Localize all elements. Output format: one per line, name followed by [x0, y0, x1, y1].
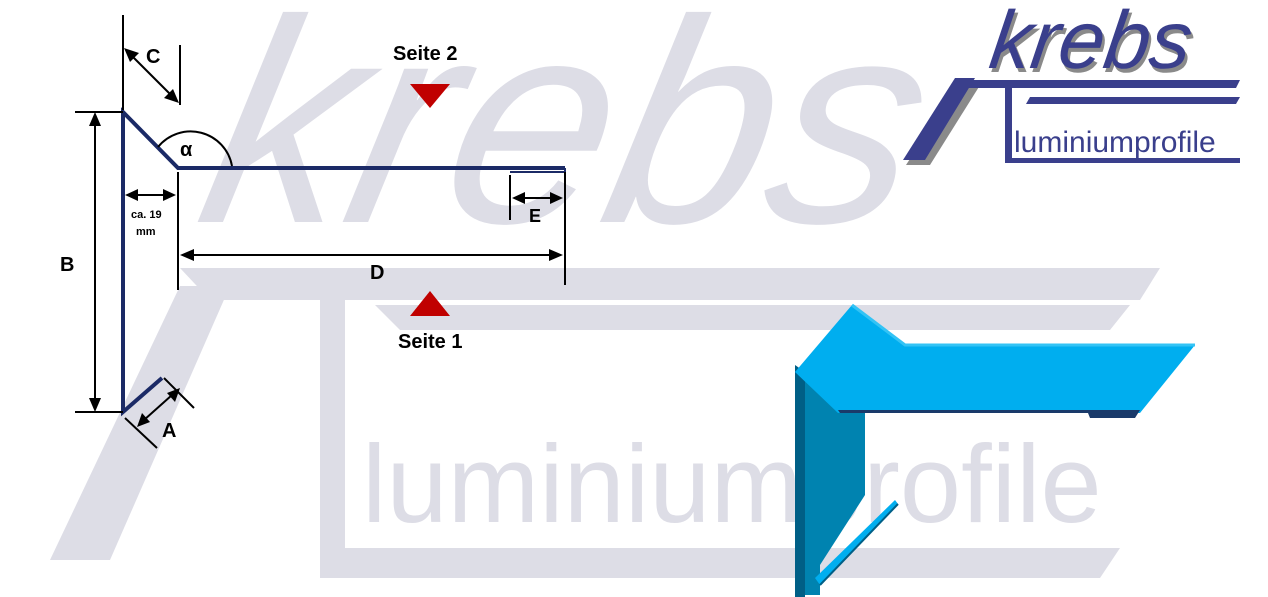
label-approx-19-line1: ca. 19	[131, 209, 162, 221]
logo: krebs krebs luminiumprofile	[903, 0, 1240, 165]
arrowhead-e-right	[550, 192, 563, 204]
render-left-edge	[795, 365, 805, 597]
arrowhead-19mm-right	[163, 189, 176, 201]
logo-band-2	[1026, 97, 1240, 104]
dimension-line-c	[130, 54, 173, 97]
arrowhead-a-2	[167, 388, 180, 402]
arrowhead-d-right	[549, 249, 563, 261]
dimension-labels: C Seite 2 α ca. 19 mm E B D Seite 1 A	[60, 43, 541, 442]
arrowhead-e-left	[512, 192, 525, 204]
side1-marker	[410, 291, 450, 316]
logo-band-1	[958, 80, 1240, 88]
profile-3d-render	[795, 303, 1195, 597]
watermark-luminiumprofile-word: luminiumprofile	[362, 423, 1102, 546]
logo-krebs-word: krebs	[985, 0, 1198, 86]
arrowhead-b-top	[89, 112, 101, 126]
label-side2: Seite 2	[393, 43, 457, 65]
label-approx-19-line2: mm	[136, 226, 156, 238]
dimension-line-a	[143, 394, 173, 421]
arrowhead-19mm-left	[125, 189, 138, 201]
render-underside-lip	[838, 410, 1140, 418]
dimension-lines	[75, 15, 566, 449]
label-angle: α	[180, 139, 193, 161]
label-dim-b: B	[60, 254, 74, 276]
extension-line-a-2	[163, 377, 195, 409]
logo-krebs-shadow: krebs	[987, 0, 1200, 90]
side2-marker	[410, 84, 450, 108]
angle-arc	[157, 130, 233, 167]
arrowhead-c-1	[124, 48, 139, 62]
watermark-swoosh-band-2	[375, 305, 1130, 330]
render-bottom-flange	[815, 500, 898, 585]
extension-line-a-1	[124, 417, 158, 449]
watermark: krebs luminiumprofile	[50, 0, 1160, 578]
logo-vertical-bar	[1005, 85, 1012, 163]
arrowhead-d-left	[180, 249, 194, 261]
render-top-face	[795, 305, 1195, 413]
render-bottom-flange-edge	[819, 503, 899, 586]
render-front-face	[795, 372, 865, 595]
render-top-edge	[851, 303, 1195, 347]
arrowhead-a-1	[137, 413, 150, 427]
label-dim-e: E	[529, 206, 541, 226]
logo-luminiumprofile-word: luminiumprofile	[1014, 126, 1216, 159]
watermark-swoosh-band-1	[180, 268, 1160, 300]
label-dim-d: D	[370, 262, 384, 284]
label-side1: Seite 1	[398, 331, 462, 353]
label-dim-c: C	[146, 46, 160, 68]
watermark-swoosh-bottom	[320, 548, 1120, 578]
arrowhead-c-2	[164, 89, 179, 103]
watermark-swoosh-vertical	[320, 280, 345, 560]
label-dim-a: A	[162, 420, 176, 442]
logo-bottom-bar	[1005, 158, 1240, 163]
arrowhead-b-bottom	[89, 398, 101, 412]
watermark-krebs-word: krebs	[180, 0, 958, 284]
logo-swoosh	[903, 78, 975, 160]
